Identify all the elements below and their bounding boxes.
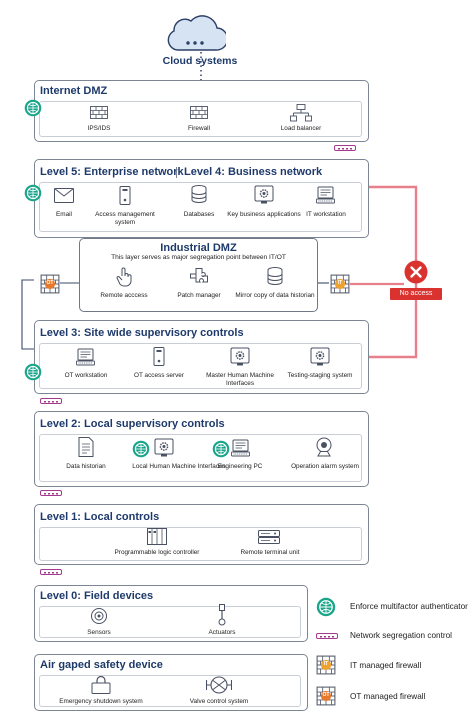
ot-access-server-label: OT access server	[134, 372, 184, 379]
local-hmi-label: Local Human Machine Interfaces	[132, 463, 226, 470]
legend-mfa: Enforce multifactor authenticator	[350, 602, 468, 611]
envelope-icon	[54, 188, 74, 203]
puzzle-icon	[190, 268, 208, 283]
patch-manager-label: Patch manager	[177, 292, 221, 299]
industrial-dmz-subtitle: This layer serves as major segregation p…	[111, 254, 286, 261]
document-icon	[78, 437, 94, 457]
segregation-control	[40, 490, 62, 496]
level1-inner	[39, 527, 362, 561]
level3-title: Level 3: Site wide supervisory controls	[40, 327, 244, 339]
mirror-historian-label: Mirror copy of data historian	[235, 292, 315, 299]
legend-ot-firewall: OT managed firewall	[350, 692, 426, 701]
data-historian-label: Data historian	[66, 463, 106, 470]
internet-dmz-title: Internet DMZ	[40, 85, 108, 97]
load-balancer-label: Load balancer	[280, 125, 322, 132]
gear-monitor-icon	[310, 347, 330, 366]
databases-label: Databases	[183, 211, 215, 218]
hand-pointer-icon	[116, 267, 132, 287]
sensors-label: Sensors	[87, 629, 111, 636]
mfa-icon	[316, 597, 336, 617]
safety-inner	[39, 675, 301, 707]
workstation-icon	[76, 348, 95, 366]
workstation-icon	[231, 439, 250, 457]
ot-firewall-badge: OT	[322, 692, 330, 698]
valve-control-label: Valve control system	[189, 698, 249, 705]
cloud-icon	[167, 15, 226, 51]
firewall-label: Firewall	[187, 125, 210, 132]
level1-title: Level 1: Local controls	[40, 511, 160, 523]
access-management-label: Access management system	[95, 211, 155, 226]
testing-staging-label: Testing-staging system	[287, 372, 353, 379]
it-firewall-badge: IT	[323, 661, 329, 667]
mfa-icon	[132, 440, 150, 458]
lock-icon	[91, 676, 111, 694]
operation-alarm-label: Operation alarm system	[291, 463, 359, 470]
level3-inner	[39, 343, 362, 389]
cloud-title: Cloud systems	[162, 55, 238, 67]
key-business-apps-label: Key business applications	[227, 211, 301, 218]
level1-panel: Level 1: Local controls	[34, 504, 369, 565]
ot-firewall-badge: OT	[46, 280, 54, 286]
actuators-label: Actuators	[208, 629, 236, 636]
segregation-control	[40, 398, 62, 404]
no-access-label: No access	[390, 288, 442, 300]
terminal-unit-icon	[258, 530, 280, 544]
mfa-icon	[212, 440, 230, 458]
plc-label: Programmable logic controller	[114, 549, 200, 556]
enterprise-inner	[39, 182, 362, 232]
mfa-icon	[24, 99, 42, 117]
network-tree-icon	[290, 104, 312, 122]
level0-panel: Level 0: Field devices	[34, 585, 308, 642]
alarm-camera-icon	[316, 437, 332, 457]
database-icon	[267, 267, 283, 285]
level2-inner	[39, 434, 362, 482]
mfa-icon	[24, 363, 42, 381]
segregation-control	[40, 569, 62, 575]
gear-monitor-icon	[254, 185, 274, 204]
actuator-icon	[218, 604, 226, 626]
legend-it-firewall: IT managed firewall	[350, 661, 422, 670]
legend-segregation: Network segregation control	[350, 631, 452, 640]
valve-icon	[206, 676, 232, 694]
business-title: Level 4: Business network	[184, 166, 323, 178]
ips-ids-icon	[90, 106, 108, 119]
emergency-shutdown-label: Emergency shutdown system	[59, 698, 143, 705]
mfa-icon	[24, 184, 42, 202]
safety-panel: Air gaped safety device	[34, 654, 308, 711]
master-hmi-label: Master Human Machine Interfaces	[206, 372, 274, 387]
level0-title: Level 0: Field devices	[40, 590, 154, 602]
enterprise-title: Level 5: Enterprise network	[40, 166, 184, 178]
plc-icon	[147, 528, 167, 545]
engineering-pc-label: Engineering PC	[217, 463, 263, 470]
no-access-icon	[404, 260, 428, 284]
industrial-dmz-title: Industrial DMZ	[160, 242, 237, 254]
database-icon	[191, 185, 207, 203]
remote-access-label: Remote acccess	[100, 292, 148, 299]
gear-monitor-icon	[154, 438, 174, 457]
rtu-label: Remote terminal unit	[240, 549, 300, 556]
ot-workstation-label: OT workstation	[64, 372, 108, 379]
level2-title: Level 2: Local supervisory controls	[40, 418, 225, 430]
tower-device-icon	[153, 347, 165, 366]
firewall-icon	[190, 106, 208, 119]
segregation-control	[334, 145, 356, 151]
level2-panel: Level 2: Local supervisory controls	[34, 411, 369, 487]
email-label: Email	[56, 211, 72, 218]
ips-ids-label: IPS/IDS	[87, 125, 111, 132]
it-workstation-label: IT workstation	[306, 211, 346, 218]
title-divider	[176, 167, 177, 178]
sensor-icon	[91, 608, 107, 624]
safety-title: Air gaped safety device	[40, 659, 163, 671]
tower-device-icon	[119, 186, 131, 205]
level0-inner	[39, 606, 301, 638]
gear-monitor-icon	[230, 347, 250, 366]
internet-dmz-panel: Internet DMZ	[34, 80, 369, 142]
segregation-control	[316, 633, 338, 639]
internet-dmz-inner	[39, 101, 362, 137]
workstation-icon	[316, 186, 335, 204]
it-firewall-badge: IT	[337, 280, 343, 286]
